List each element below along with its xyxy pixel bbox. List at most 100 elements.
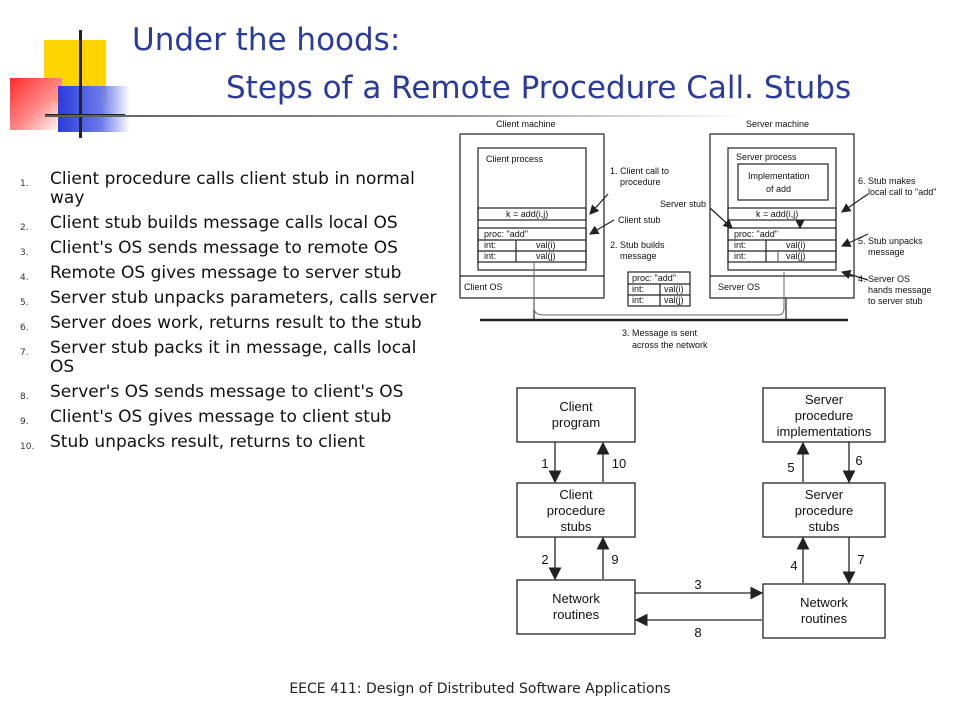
list-item: 7.Server stub packs it in message, calls…	[20, 339, 445, 377]
arrow-label-3: 3	[694, 577, 701, 592]
step3-label-2: across the network	[632, 340, 708, 350]
client-msg-val2: val(j)	[536, 251, 556, 261]
list-item: 6. Server does work, returns result to th…	[20, 313, 445, 334]
step4-label-1: 4. Server OS	[858, 274, 910, 284]
step-text: Client's OS gives message to client stub	[50, 407, 392, 427]
arrow-label-5: 5	[787, 460, 794, 475]
slide-title-line-2: Steps of a Remote Procedure Call. Stubs	[226, 70, 852, 106]
client-stubs-l1: Client	[559, 487, 593, 502]
client-program-l2: program	[552, 415, 600, 430]
step4-label-3: to server stub	[868, 296, 923, 306]
server-msg-proc: proc: "add"	[734, 229, 778, 239]
server-network-l2: routines	[801, 611, 848, 626]
arrow-label-8: 8	[694, 625, 701, 640]
client-msg-int1: int:	[484, 240, 496, 250]
server-msg-int2: int:	[734, 251, 746, 261]
arrow-server-stub	[709, 207, 733, 229]
step-text: Client stub builds message calls local O…	[50, 213, 398, 233]
network-msg-int1: int:	[632, 284, 644, 294]
step-number: 5.	[20, 298, 29, 308]
client-msg-proc: proc: "add"	[484, 229, 528, 239]
network-msg-val2: val(j)	[664, 295, 684, 305]
client-call-box	[477, 207, 587, 221]
list-item: 10.Stub unpacks result, returns to clien…	[20, 433, 445, 453]
arrow-server-os	[840, 269, 869, 281]
step1-label-2: procedure	[620, 177, 661, 187]
deco-red-square	[10, 78, 62, 130]
client-msg-box	[477, 227, 587, 263]
arrow-local-call	[841, 193, 869, 213]
arrow-label-7: 7	[857, 552, 864, 567]
server-network-l1: Network	[800, 595, 848, 610]
step-text: Remote OS gives message to server stub	[50, 263, 402, 283]
step5-label-1: 5. Stub unpacks	[858, 236, 923, 246]
step-number: 10.	[20, 442, 35, 452]
server-process-box	[727, 147, 837, 271]
client-msg-val1: val(i)	[536, 240, 556, 250]
step-text: Client procedure calls client stub in no…	[50, 169, 415, 208]
implementation-label-2: of add	[766, 184, 791, 194]
step6-label-2: local call to "add"	[868, 187, 936, 197]
server-impl-l2: procedure	[795, 408, 854, 423]
rpc-steps-list: 1. Client procedure calls client stub in …	[20, 170, 445, 458]
server-msg-val2: val(j)	[786, 251, 806, 261]
list-item: 5.Server stub unpacks parameters, calls …	[20, 289, 445, 309]
server-network-box	[762, 583, 886, 639]
arrow-client-call	[589, 193, 609, 215]
server-stubs-l3: stubs	[808, 519, 840, 534]
server-stubs-box	[762, 482, 886, 538]
server-msg-box	[727, 227, 837, 263]
arrow-server-unpack	[840, 233, 869, 247]
arrow-label-2: 2	[541, 552, 548, 567]
step-text: Server does work, returns result to the …	[50, 313, 422, 333]
step-number: 8.	[20, 392, 29, 402]
list-item: 4. Remote OS gives message to server stub	[20, 263, 445, 284]
network-msg-int2: int:	[632, 295, 644, 305]
step-text: Server's OS sends message to client's OS	[50, 382, 404, 402]
slide-footer: EECE 411: Design of Distributed Software…	[289, 681, 671, 697]
arrow-label-6: 6	[855, 453, 862, 468]
rpc-machine-diagram: Client machine Server machine Client pro…	[459, 119, 936, 350]
network-msg-proc: proc: "add"	[632, 273, 676, 283]
arrow-label-10: 10	[612, 456, 626, 471]
deco-vertical-line	[79, 30, 82, 138]
server-call-box	[727, 207, 837, 221]
server-impl-box	[762, 387, 886, 443]
step-number: 6.	[20, 323, 29, 333]
list-item: 8. Server's OS sends message to client's …	[20, 382, 445, 403]
step3-label-1: 3. Message is sent	[622, 328, 698, 338]
server-impl-l3: implementations	[777, 424, 872, 439]
step5-label-2: message	[868, 247, 905, 257]
list-item: 1. Client procedure calls client stub in …	[20, 170, 445, 208]
client-call-label: k = add(i,j)	[506, 209, 548, 219]
client-program-l1: Client	[559, 399, 593, 414]
step-number: 4.	[20, 273, 29, 283]
server-msg-val1: val(i)	[786, 240, 806, 250]
list-item: 9. Client's OS gives message to client st…	[20, 407, 445, 428]
client-machine-label: Client machine	[496, 119, 556, 129]
client-network-l1: Network	[552, 591, 600, 606]
slide-title-line-1: Under the hoods:	[132, 22, 401, 58]
server-machine-label: Server machine	[746, 119, 809, 129]
client-stubs-l2: procedure	[547, 503, 606, 518]
client-stub-label: Client stub	[618, 215, 661, 225]
server-os-label: Server OS	[718, 282, 760, 292]
client-stubs-box	[516, 482, 636, 538]
client-network-l2: routines	[553, 607, 600, 622]
arrow-label-1: 1	[541, 456, 548, 471]
step-number: 2.	[20, 223, 29, 233]
rpc-flow-diagram: Client program Client procedure stubs Ne…	[516, 387, 886, 640]
message-path	[533, 262, 785, 316]
client-stubs-l3: stubs	[560, 519, 592, 534]
implementation-label-1: Implementation	[748, 171, 810, 181]
step-number: 9.	[20, 417, 29, 427]
step-number: 1.	[20, 179, 29, 189]
list-item: 2. Client stub builds message calls local…	[20, 213, 445, 234]
step-text: Server stub packs it in message, calls l…	[50, 338, 417, 377]
step4-label-2: hands message	[868, 285, 932, 295]
network-msg-val1: val(i)	[664, 284, 684, 294]
server-msg-int1: int:	[734, 240, 746, 250]
step1-label-1: 1. Client call to	[610, 166, 669, 176]
server-stubs-l2: procedure	[795, 503, 854, 518]
list-item: 3.Client's OS sends message to remote OS	[20, 239, 445, 259]
